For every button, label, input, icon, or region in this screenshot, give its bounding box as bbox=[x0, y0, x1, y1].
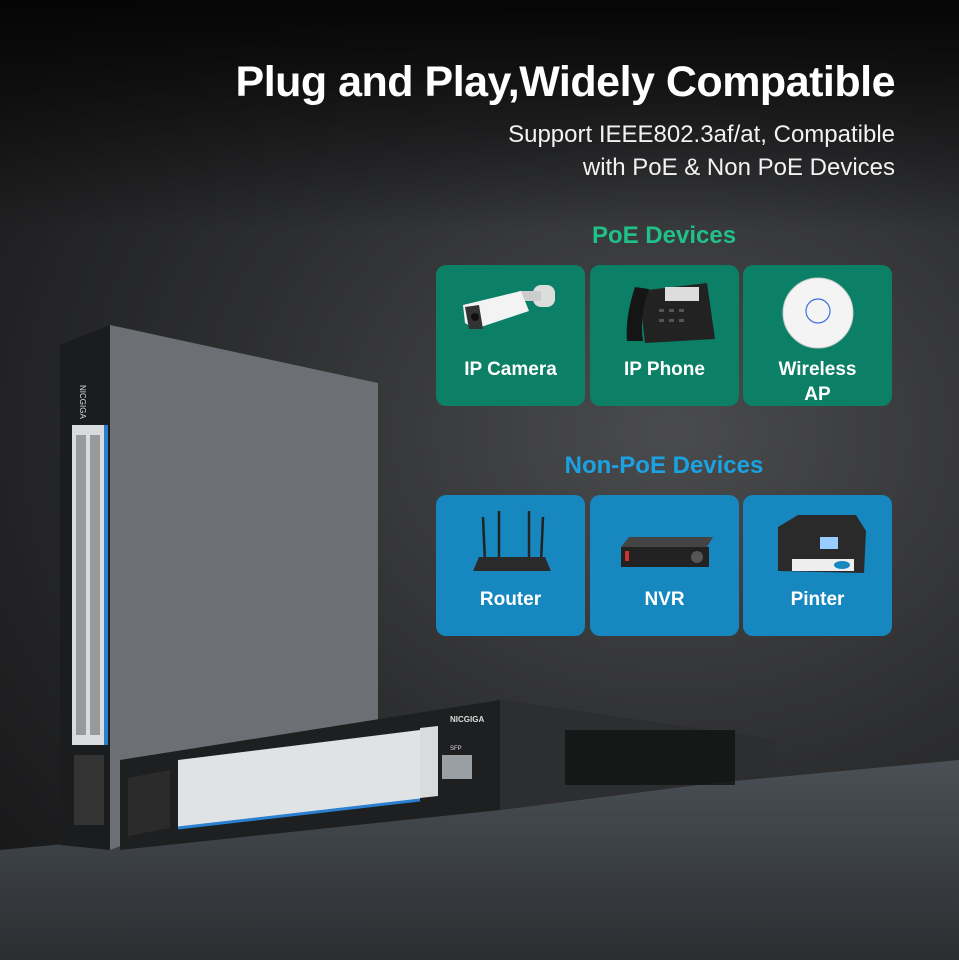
device-card-wireless-ap: Wireless AP bbox=[743, 265, 892, 406]
poe-devices-heading: PoE Devices bbox=[591, 222, 737, 249]
device-label: Wireless AP bbox=[743, 357, 892, 407]
page-title: Plug and Play,Widely Compatible bbox=[235, 58, 896, 106]
device-card-ip-camera: IP Camera bbox=[436, 265, 585, 406]
device-label: Pinter bbox=[790, 589, 845, 610]
brand-label-horizontal: NICGIGA bbox=[450, 715, 484, 724]
horizontal-network-switch-image: NICGIGA SFP bbox=[120, 700, 775, 850]
device-label: Router bbox=[479, 589, 542, 610]
device-label-line-1: Wireless bbox=[778, 359, 857, 380]
router-icon bbox=[473, 511, 551, 571]
nvr-icon bbox=[621, 537, 713, 567]
background-top-fade bbox=[0, 0, 959, 230]
non-poe-devices-heading: Non-PoE Devices bbox=[564, 452, 764, 479]
device-card-ip-phone: IP Phone bbox=[590, 265, 739, 406]
device-label: IP Phone bbox=[624, 359, 705, 380]
page-subtitle: Support IEEE802.3af/at, Compatible with … bbox=[508, 118, 895, 184]
device-card-router: Router bbox=[436, 495, 585, 636]
device-card-nvr: NVR bbox=[590, 495, 739, 636]
ip-phone-icon bbox=[626, 283, 715, 343]
wireless-ap-icon bbox=[782, 277, 854, 349]
device-label: NVR bbox=[644, 589, 685, 610]
sfp-label: SFP bbox=[450, 746, 462, 752]
vertical-network-switch-image: NICGIGA bbox=[60, 325, 378, 850]
subtitle-line-1: Support IEEE802.3af/at, Compatible bbox=[508, 121, 895, 148]
subtitle-line-2: with PoE & Non PoE Devices bbox=[582, 154, 895, 181]
brand-label-vertical: NICGIGA bbox=[78, 385, 87, 419]
printer-icon bbox=[778, 515, 866, 573]
device-label-line-2: AP bbox=[804, 384, 831, 405]
device-label: IP Camera bbox=[464, 359, 557, 380]
ip-camera-icon bbox=[463, 285, 555, 329]
device-card-printer: Pinter bbox=[743, 495, 892, 636]
